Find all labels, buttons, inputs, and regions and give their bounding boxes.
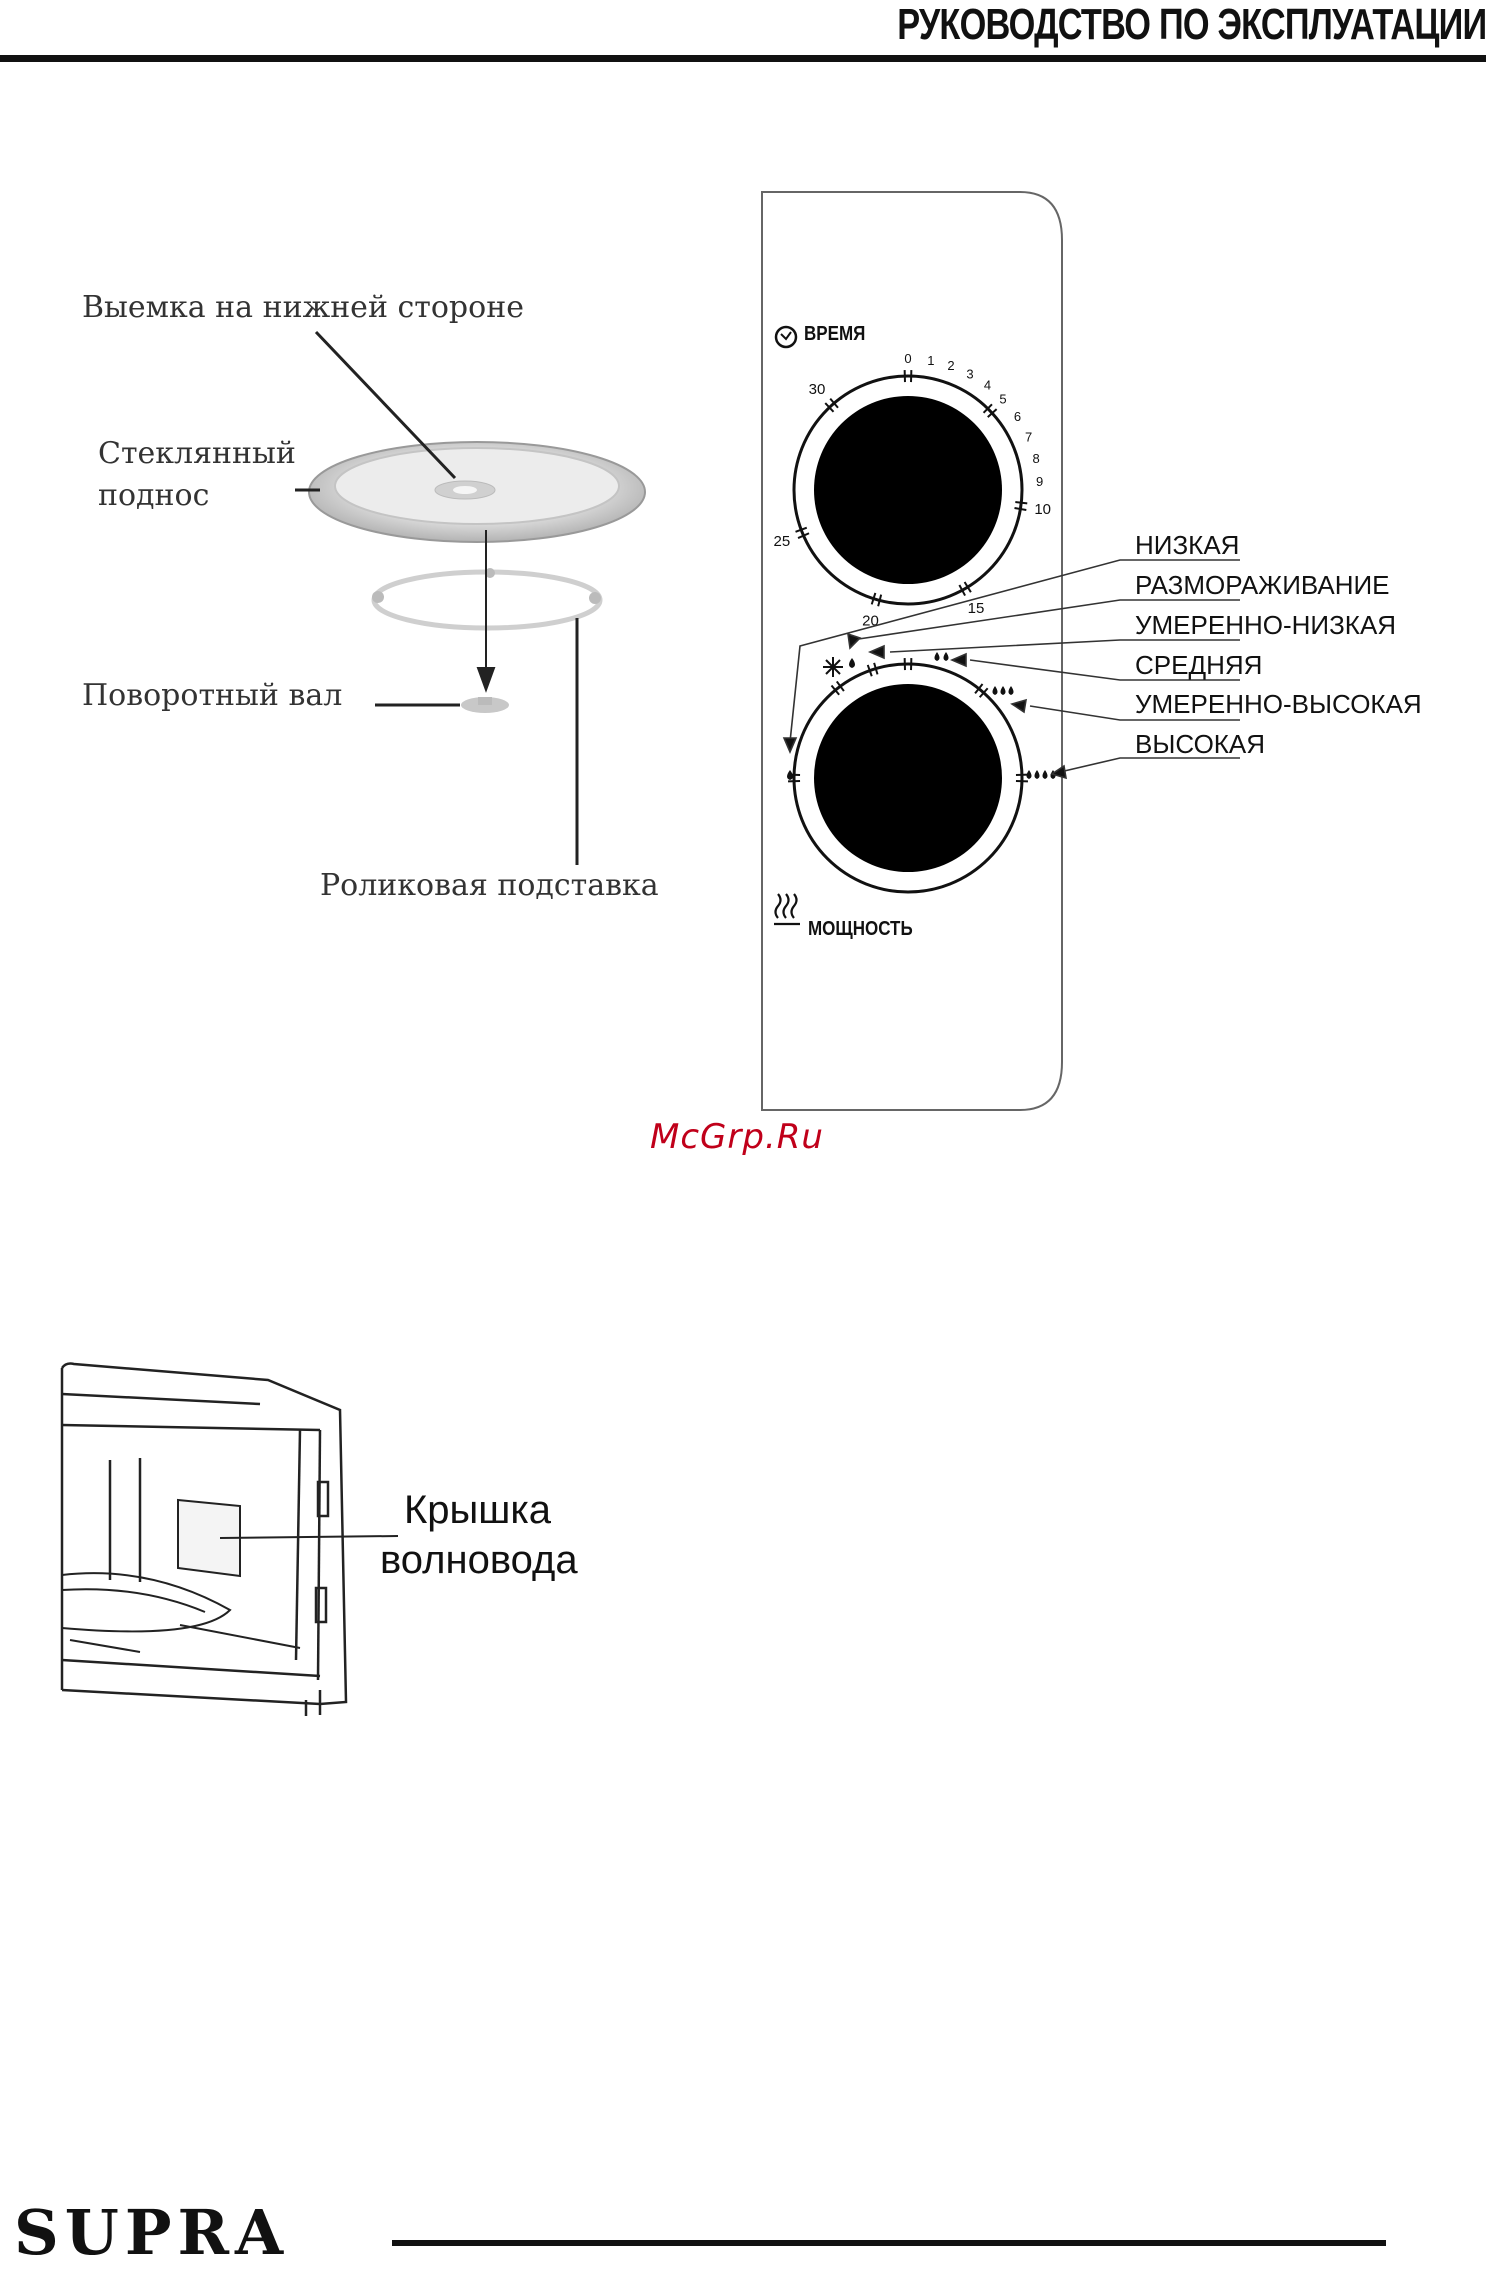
oven-turntable-plate — [62, 1573, 300, 1652]
footer-rule — [392, 2240, 1386, 2246]
label-waveguide-1: Крышка — [404, 1486, 551, 1534]
brand-logo: SUPRA — [14, 2196, 289, 2269]
label-waveguide-2: волновода — [380, 1536, 578, 1584]
